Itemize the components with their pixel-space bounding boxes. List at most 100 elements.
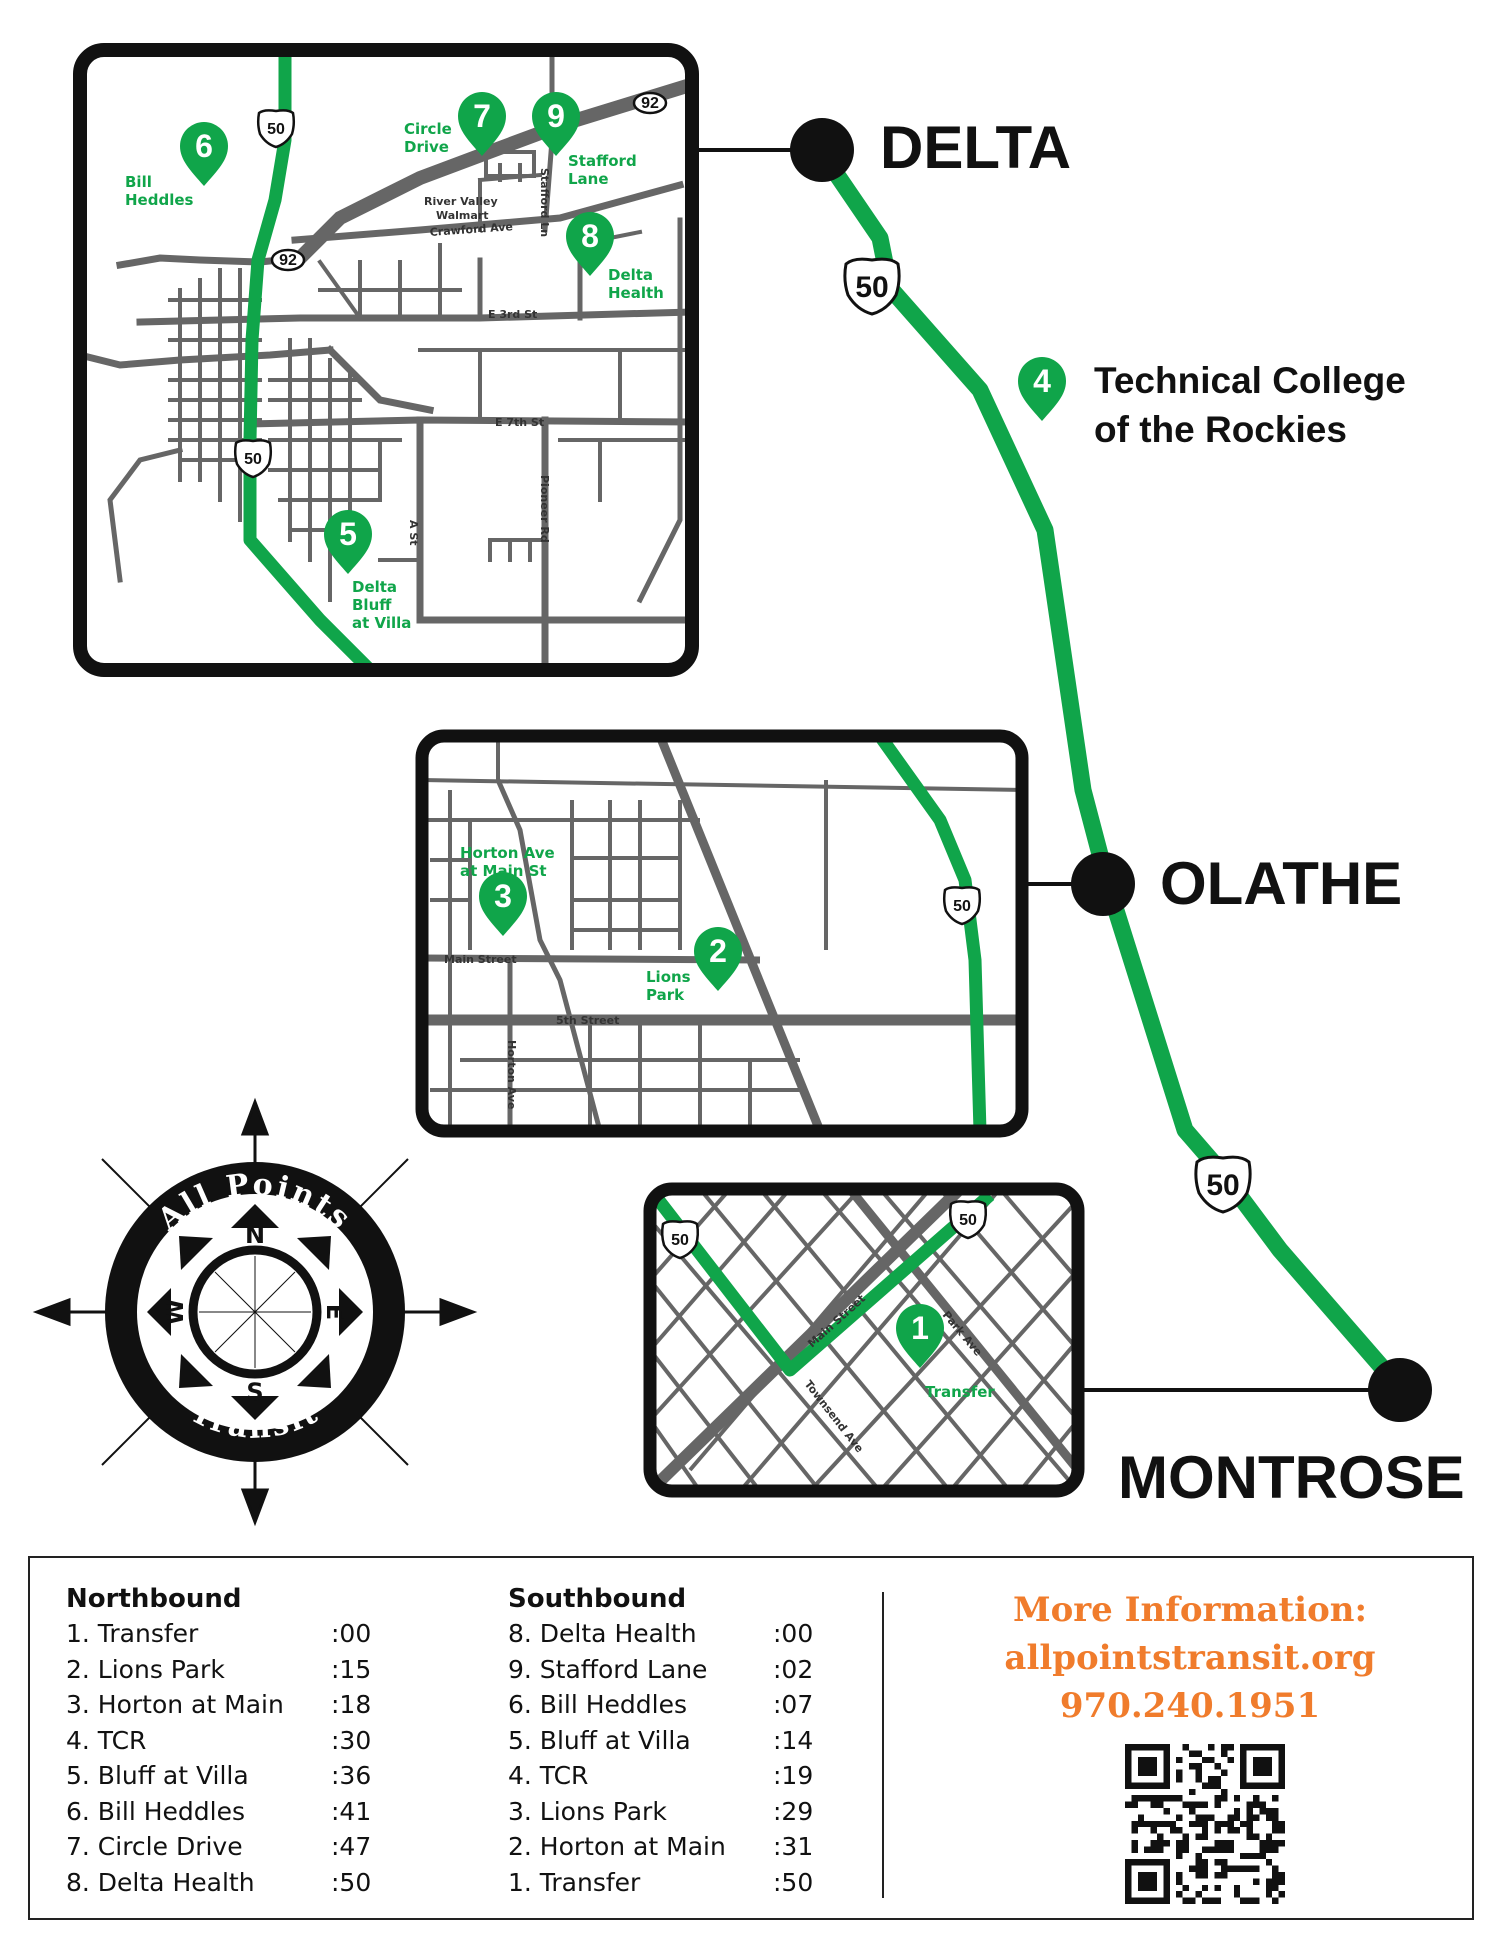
qr-code[interactable] <box>1125 1744 1285 1904</box>
stop-pin-7: 7 <box>458 92 506 156</box>
schedule-time: :07 <box>773 1690 814 1719</box>
svg-text:Health: Health <box>608 284 664 302</box>
us50-shield: 50 <box>843 257 901 316</box>
schedule-row: 2. Lions Park:15 <box>66 1652 391 1688</box>
schedule-stop: 6. Bill Heddles <box>508 1690 688 1719</box>
compass-rose: All Points Transit N S E W <box>32 1097 478 1527</box>
schedule-stop: 8. Delta Health <box>66 1867 255 1897</box>
svg-text:at Villa: at Villa <box>352 614 411 632</box>
schedule-row: 2. Horton at Main:31 <box>508 1829 833 1865</box>
schedule-row: 6. Bill Heddles :07 <box>508 1687 833 1723</box>
northbound-title: Northbound <box>66 1584 242 1614</box>
svg-text:W: W <box>161 1299 189 1325</box>
schedule-time: :36 <box>331 1761 372 1790</box>
svg-text:5: 5 <box>339 516 357 552</box>
info-website-link[interactable]: allpointstransit.org <box>1004 1638 1376 1678</box>
schedule-row: 8. Delta Health :00 <box>508 1616 833 1652</box>
schedule-stop: 1. Transfer <box>508 1867 641 1897</box>
city-montrose: MONTROSE <box>1118 1444 1465 1511</box>
svg-text:7: 7 <box>473 98 491 134</box>
svg-text:A St: A St <box>407 520 420 546</box>
svg-text:Walmart: Walmart <box>436 209 489 222</box>
city-olathe: OLATHE <box>1160 850 1402 917</box>
svg-text:2: 2 <box>709 933 727 969</box>
tcr-label: of the Rockies <box>1094 409 1347 450</box>
schedule-time: :29 <box>773 1796 814 1826</box>
tcr-label: Technical College <box>1094 360 1406 401</box>
delta-inset-map: 50 50 92 92 River Valley Walmart Crawfor… <box>73 43 699 677</box>
schedule-row: 9. Stafford Lane:02 <box>508 1652 833 1688</box>
schedule-time: :50 <box>773 1867 814 1897</box>
schedule-stop: 4. TCR <box>508 1761 589 1790</box>
montrose-inset-map: 50 50 Main Street Townsend Ave Park Ave … <box>643 1182 1085 1498</box>
more-info: More Information: allpointstransit.org 9… <box>920 1586 1460 1730</box>
schedule-divider <box>882 1592 884 1898</box>
svg-text:E: E <box>321 1304 349 1320</box>
svg-text:N: N <box>245 1221 265 1249</box>
schedule-row: 6. Bill Heddles:41 <box>66 1794 391 1830</box>
schedule-stop: 2. Horton at Main <box>508 1832 726 1861</box>
schedule-stop: 3. Lions Park <box>508 1796 667 1826</box>
stop-pin-3: 3 <box>479 872 527 936</box>
us50-shield: 50 <box>1194 1155 1252 1214</box>
svg-text:E 3rd St: E 3rd St <box>488 308 537 321</box>
svg-text:92: 92 <box>641 95 659 112</box>
svg-text:3: 3 <box>494 878 512 914</box>
city-delta: DELTA <box>880 114 1071 181</box>
svg-text:Horton Ave: Horton Ave <box>505 1040 518 1109</box>
route-map: DELTA OLATHE MONTROSE 50 50 4 Technical … <box>32 43 1465 1527</box>
schedule-row: 7. Circle Drive:47 <box>66 1829 391 1865</box>
stop-pin-5: 5 <box>324 510 372 574</box>
schedule-row: 4. TCR :19 <box>508 1758 833 1794</box>
schedule-row: 8. Delta Health :50 <box>66 1865 391 1901</box>
stop-pin-9: 9 <box>532 92 580 156</box>
schedule-stop: 8. Delta Health <box>508 1619 697 1648</box>
schedule-stop: 5. Bluff at Villa <box>508 1725 691 1755</box>
svg-text:4: 4 <box>1033 363 1051 399</box>
schedule-time: :41 <box>331 1796 372 1826</box>
svg-text:50: 50 <box>244 451 262 468</box>
svg-text:Circle: Circle <box>404 120 452 138</box>
schedule-row: 5. Bluff at Villa :14 <box>508 1723 833 1759</box>
svg-text:Bluff: Bluff <box>352 596 392 614</box>
schedule-row: 4. TCR :30 <box>66 1723 391 1759</box>
svg-text:Bill: Bill <box>125 173 152 191</box>
delta-node <box>790 118 854 182</box>
southbound-schedule: Southbound 8. Delta Health :00 9. Stafford… <box>508 1584 833 1900</box>
svg-text:Townsend Ave: Townsend Ave <box>802 1378 866 1455</box>
schedule-stop: 5. Bluff at Villa <box>66 1761 249 1790</box>
schedule-stop: 7. Circle Drive <box>66 1832 243 1861</box>
svg-text:50: 50 <box>267 121 285 138</box>
svg-text:at Main St: at Main St <box>460 862 547 880</box>
schedule-time: :19 <box>773 1761 814 1790</box>
svg-text:River Valley: River Valley <box>424 195 498 208</box>
svg-text:6: 6 <box>195 128 213 164</box>
svg-text:Pioneer Rd: Pioneer Rd <box>538 475 551 543</box>
schedule-box: Northbound 1. Transfer :00 2. Lions Park:1… <box>28 1556 1474 1920</box>
svg-text:Lane: Lane <box>568 170 609 188</box>
stop-pin-2: 2 <box>694 927 742 991</box>
schedule-row: 5. Bluff at Villa :36 <box>66 1758 391 1794</box>
schedule-time: :18 <box>331 1690 372 1719</box>
svg-text:9: 9 <box>547 98 565 134</box>
stop-pin-6: 6 <box>180 122 228 186</box>
svg-text:92: 92 <box>279 252 297 269</box>
schedule-time: :00 <box>331 1619 372 1648</box>
stop-pin-4: 4 <box>1018 357 1066 421</box>
svg-text:E 7th St: E 7th St <box>495 416 544 429</box>
southbound-title: Southbound <box>508 1584 687 1614</box>
info-phone: 970.240.1951 <box>1059 1686 1321 1726</box>
schedule-time: :15 <box>331 1654 372 1684</box>
svg-text:Horton Ave: Horton Ave <box>460 844 555 862</box>
svg-text:Park Ave: Park Ave <box>940 1309 985 1359</box>
svg-text:S: S <box>246 1378 263 1406</box>
olathe-node <box>1071 852 1135 916</box>
schedule-stop: 4. TCR <box>66 1725 147 1755</box>
svg-text:Delta: Delta <box>352 578 397 596</box>
schedule-time: :14 <box>773 1725 814 1755</box>
svg-text:Crawford Ave: Crawford Ave <box>429 220 513 239</box>
schedule-time: :50 <box>331 1867 372 1897</box>
schedule-time: :00 <box>773 1619 814 1648</box>
schedule-time: :30 <box>331 1725 372 1755</box>
